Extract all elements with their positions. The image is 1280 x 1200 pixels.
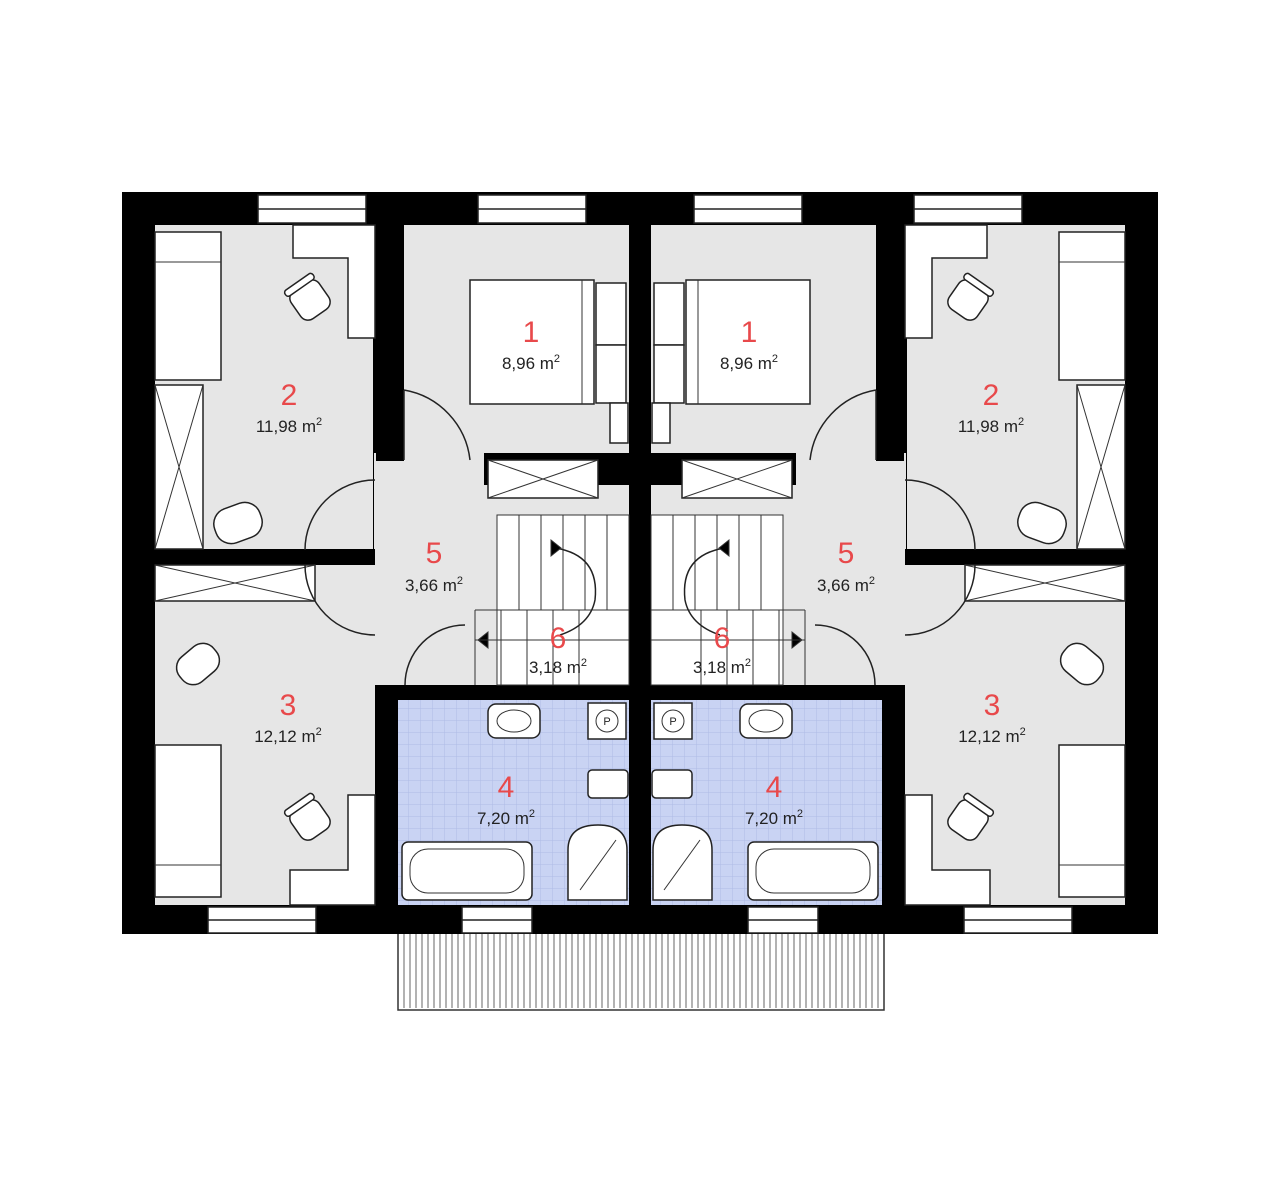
- room-area-value: 3,66 m: [405, 576, 457, 595]
- room-area-value: 12,12 m: [254, 727, 315, 746]
- windows: [207, 194, 1073, 934]
- room-area-value: 7,20 m: [745, 809, 797, 828]
- room-area: 3,18 m2: [693, 657, 751, 677]
- room-number: 6: [714, 622, 731, 655]
- room-area-unit-sup: 2: [797, 808, 803, 820]
- room-area-unit-sup: 2: [581, 657, 587, 669]
- room-area-value: 3,18 m: [529, 658, 581, 677]
- doors: [304, 389, 976, 686]
- room-5-floor: [374, 453, 484, 685]
- room-number: 4: [766, 771, 783, 804]
- room-area-unit-sup: 2: [1020, 726, 1026, 738]
- bathroom-fixtures: [401, 702, 879, 901]
- room-number: 1: [523, 316, 540, 349]
- room-5-floor-right: [796, 453, 906, 685]
- beds: [154, 231, 1126, 898]
- room-area-unit-sup: 2: [745, 657, 751, 669]
- room-area: 12,12 m2: [254, 726, 322, 746]
- room-area-unit-sup: 2: [316, 416, 322, 428]
- room-area: 12,12 m2: [958, 726, 1026, 746]
- room-area-value: 3,18 m: [693, 658, 745, 677]
- room-area-value: 11,98 m: [958, 417, 1018, 436]
- room-number: 5: [838, 537, 855, 570]
- room-number: 5: [426, 537, 443, 570]
- left-room-labels: 1 8,96 m2 2 11,98 m2 3 12,12 m2 4 7,20 m…: [254, 316, 587, 828]
- room-area-unit-sup: 2: [869, 575, 875, 587]
- room-area: 3,18 m2: [529, 657, 587, 677]
- desks: [289, 224, 991, 906]
- nightstands: [595, 282, 685, 444]
- room-area: 7,20 m2: [745, 808, 803, 828]
- room-number: 3: [280, 689, 297, 722]
- room-area: 11,98 m2: [256, 416, 322, 436]
- room-number: 3: [984, 689, 1001, 722]
- stairs: [474, 514, 806, 686]
- room-number: 4: [498, 771, 515, 804]
- toilet-label-left: P: [603, 716, 610, 728]
- room-area: 8,96 m2: [502, 353, 560, 373]
- room-area: 3,66 m2: [405, 575, 463, 595]
- room-area-unit-sup: 2: [554, 353, 560, 365]
- toilet-label-right: P: [669, 716, 676, 728]
- right-room-labels: 1 8,96 m2 2 11,98 m2 3 12,12 m2 4 7,20 m…: [693, 316, 1026, 828]
- chairs: [175, 272, 1105, 841]
- room-area: 11,98 m2: [958, 416, 1024, 436]
- room-area-value: 7,20 m: [477, 809, 529, 828]
- room-area-value: 3,66 m: [817, 576, 869, 595]
- room-area-value: 12,12 m: [958, 727, 1019, 746]
- room-area-unit-sup: 2: [1018, 416, 1024, 428]
- room-area: 3,66 m2: [817, 575, 875, 595]
- room-area: 8,96 m2: [720, 353, 778, 373]
- terrace: [397, 929, 885, 1011]
- room-area-unit-sup: 2: [316, 726, 322, 738]
- room-number: 2: [281, 379, 298, 412]
- wardrobes: [154, 384, 1126, 602]
- room-area-unit-sup: 2: [772, 353, 778, 365]
- room-area-unit-sup: 2: [529, 808, 535, 820]
- room-area-value: 8,96 m: [720, 354, 772, 373]
- room-area-value: 8,96 m: [502, 354, 554, 373]
- room-area-value: 11,98 m: [256, 417, 316, 436]
- room-number: 2: [983, 379, 1000, 412]
- room-number: 6: [550, 622, 567, 655]
- room-number: 1: [741, 316, 758, 349]
- room-area-unit-sup: 2: [457, 575, 463, 587]
- room-area: 7,20 m2: [477, 808, 535, 828]
